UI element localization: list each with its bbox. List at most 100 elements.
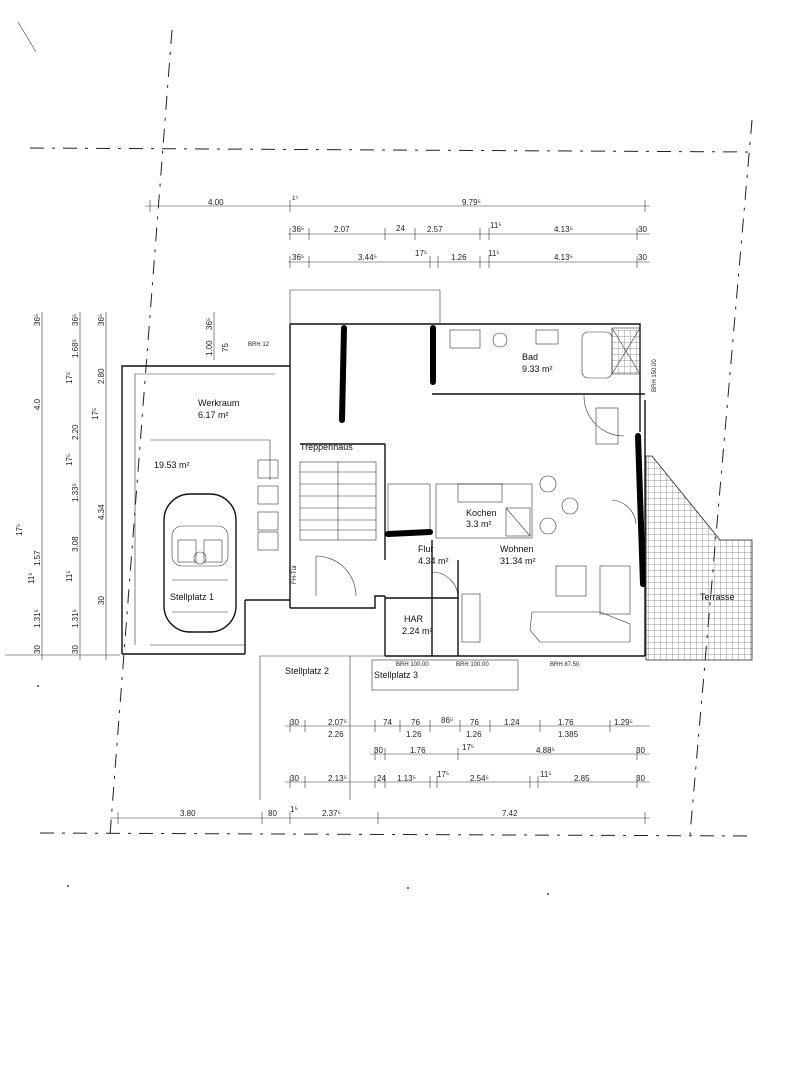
left-dimensions: 36⁵ 4.0 17⁵ 1.57 11⁵ 1.31⁵ 30 36⁵ 1.68⁵ … [5, 312, 230, 660]
dim-c1-f: 1.31⁵ [33, 609, 42, 628]
dim-c2-i: 1.31⁵ [71, 609, 80, 628]
room-bad-area: 9.33 m² [522, 364, 553, 374]
car-icon [163, 493, 237, 633]
dim-r3-d: 1.26 [451, 253, 467, 262]
room-har-area: 2.24 m² [402, 626, 433, 636]
dim-c2-g: 3.08 [71, 536, 80, 552]
dim-r3-c: 17⁵ [415, 249, 427, 258]
garage-block [121, 365, 290, 655]
dim-b4-e: 7.42 [502, 809, 518, 818]
dim-c4-a: 36⁵ [205, 318, 214, 330]
dim-c3-b: 2.80 [97, 368, 106, 384]
brh-label-5: BRH 12 [248, 342, 270, 348]
dim-c1-g: 30 [33, 645, 42, 654]
room-wohnen-name: Wohnen [500, 544, 533, 554]
dim-r2-c: 24 [396, 224, 405, 233]
dim-b1-f: 76 [470, 718, 479, 727]
fh-door-label: FH-Tür [292, 565, 298, 584]
dim-c3-c: 17⁵ [91, 408, 100, 420]
room-kochen-name: Kochen [466, 508, 497, 518]
terrasse-area [612, 330, 753, 661]
dim-r3-f: 4.13⁵ [554, 253, 573, 262]
dim-r3-g: 30 [638, 253, 647, 262]
dim-b4-a: 3.80 [180, 809, 196, 818]
dim-c4-b: 1.00 [205, 340, 214, 356]
brh-label-4: BRH 150.00 [652, 359, 658, 392]
dim-b1b-b: 1.26 [406, 730, 422, 739]
dim-b3-i: 30 [636, 774, 645, 783]
dim-c2-f: 1.33⁵ [71, 483, 80, 502]
brh-label-1: BRH 100.00 [396, 662, 429, 668]
dim-c2-j: 30 [71, 645, 80, 654]
dim-c4-c: 75 [221, 343, 230, 352]
dim-b4-d: 2.37⁵ [322, 809, 341, 818]
dim-c1-b: 4.0 [33, 398, 42, 410]
dim-b3-h: 2.85 [574, 774, 590, 783]
marker-strokes [339, 325, 646, 587]
room-werkraum-area: 6.17 m² [198, 410, 229, 420]
dim-c2-a: 36⁵ [71, 314, 80, 326]
dim-r2-b: 2.07 [334, 225, 350, 234]
dim-b1b-c: 1.26 [466, 730, 482, 739]
house-walls [260, 289, 646, 657]
dim-r2-a: 36⁵ [292, 225, 304, 234]
dim-c3-e: 30 [97, 596, 106, 605]
top-dimensions: 4.00 1⁵ 9.79⁵ 36⁵ 2.07 24 2.57 11⁵ 4.13⁵… [145, 195, 650, 268]
dim-b3-d: 1.13⁵ [397, 774, 416, 783]
dim-b1-c: 74 [383, 718, 392, 727]
dim-b2-d: 4.88⁵ [536, 746, 555, 755]
dim-r3-a: 36⁵ [292, 253, 304, 262]
dim-r2-e: 11⁵ [490, 221, 502, 230]
scan-specks [37, 685, 549, 895]
brh-label-3: BRH 87.50 [550, 662, 580, 668]
dim-b1-a: 30 [290, 718, 299, 727]
dim-c1-e: 11⁵ [27, 572, 36, 584]
property-boundary [29, 29, 753, 837]
dim-r2-f: 4.13⁵ [554, 225, 573, 234]
dim-b2-a: 30 [374, 746, 383, 755]
dim-b1b-a: 2.26 [328, 730, 344, 739]
dim-b1-d: 76 [411, 718, 420, 727]
brh-label-2: BRH 100.00 [456, 662, 489, 668]
dim-b1-i: 1.29⁵ [614, 718, 633, 727]
dim-b1-e: 86⁵ [441, 716, 453, 725]
room-flur-name: Flur [418, 544, 434, 554]
room-bad-name: Bad [522, 352, 538, 362]
dim-b4-c: 1⁵ [290, 805, 298, 814]
parking-outlines [259, 656, 519, 800]
brh-labels: BRH 100.00 BRH 100.00 BRH 87.50 BRH 150.… [248, 342, 658, 668]
dim-c2-b: 1.68⁵ [71, 339, 80, 358]
dim-c3-a: 36⁵ [97, 314, 106, 326]
dim-r2-d: 2.57 [427, 225, 443, 234]
dim-top-1-5: 1⁵ [292, 195, 298, 202]
dim-c3-d: 4.34 [97, 504, 106, 520]
dim-b3-a: 30 [290, 774, 299, 783]
room-har-name: HAR [404, 614, 424, 624]
dim-c1-d: 1.57 [33, 550, 42, 566]
dim-c2-e: 17⁵ [65, 454, 74, 466]
room-werkraum-name: Werkraum [198, 398, 239, 408]
scan-mark [17, 21, 37, 53]
dim-b1-b: 2.07⁵ [328, 718, 347, 727]
dim-r2-g: 30 [638, 225, 647, 234]
dim-b2-b: 1.76 [410, 746, 426, 755]
dim-c2-h: 11⁵ [65, 570, 74, 582]
dim-b3-g: 11⁵ [540, 770, 552, 779]
dim-b3-f: 2.54⁵ [470, 774, 489, 783]
dim-b2-e: 30 [636, 746, 645, 755]
room-treppenhaus-name: Treppenhaus [300, 442, 353, 452]
dim-b1-h: 1.76 [558, 718, 574, 727]
dim-c1-c: 17⁵ [15, 524, 24, 536]
dim-b3-b: 2.13⁵ [328, 774, 347, 783]
dim-b3-c: 24 [377, 774, 386, 783]
room-flur-area: 4.34 m² [418, 556, 449, 566]
stellplatz-3-label: Stellplatz 3 [374, 670, 418, 680]
stellplatz-2-label: Stellplatz 2 [285, 666, 329, 676]
room-labels: Werkraum 6.17 m² 19.53 m² Treppenhaus Ba… [154, 352, 735, 680]
room-terrasse-name: Terrasse [700, 592, 735, 602]
dim-b1b-d: 1.385 [558, 730, 579, 739]
dim-b3-e: 17⁵ [437, 770, 449, 779]
dim-top-4-00: 4.00 [208, 198, 224, 207]
dim-c1-a: 36⁵ [33, 314, 42, 326]
